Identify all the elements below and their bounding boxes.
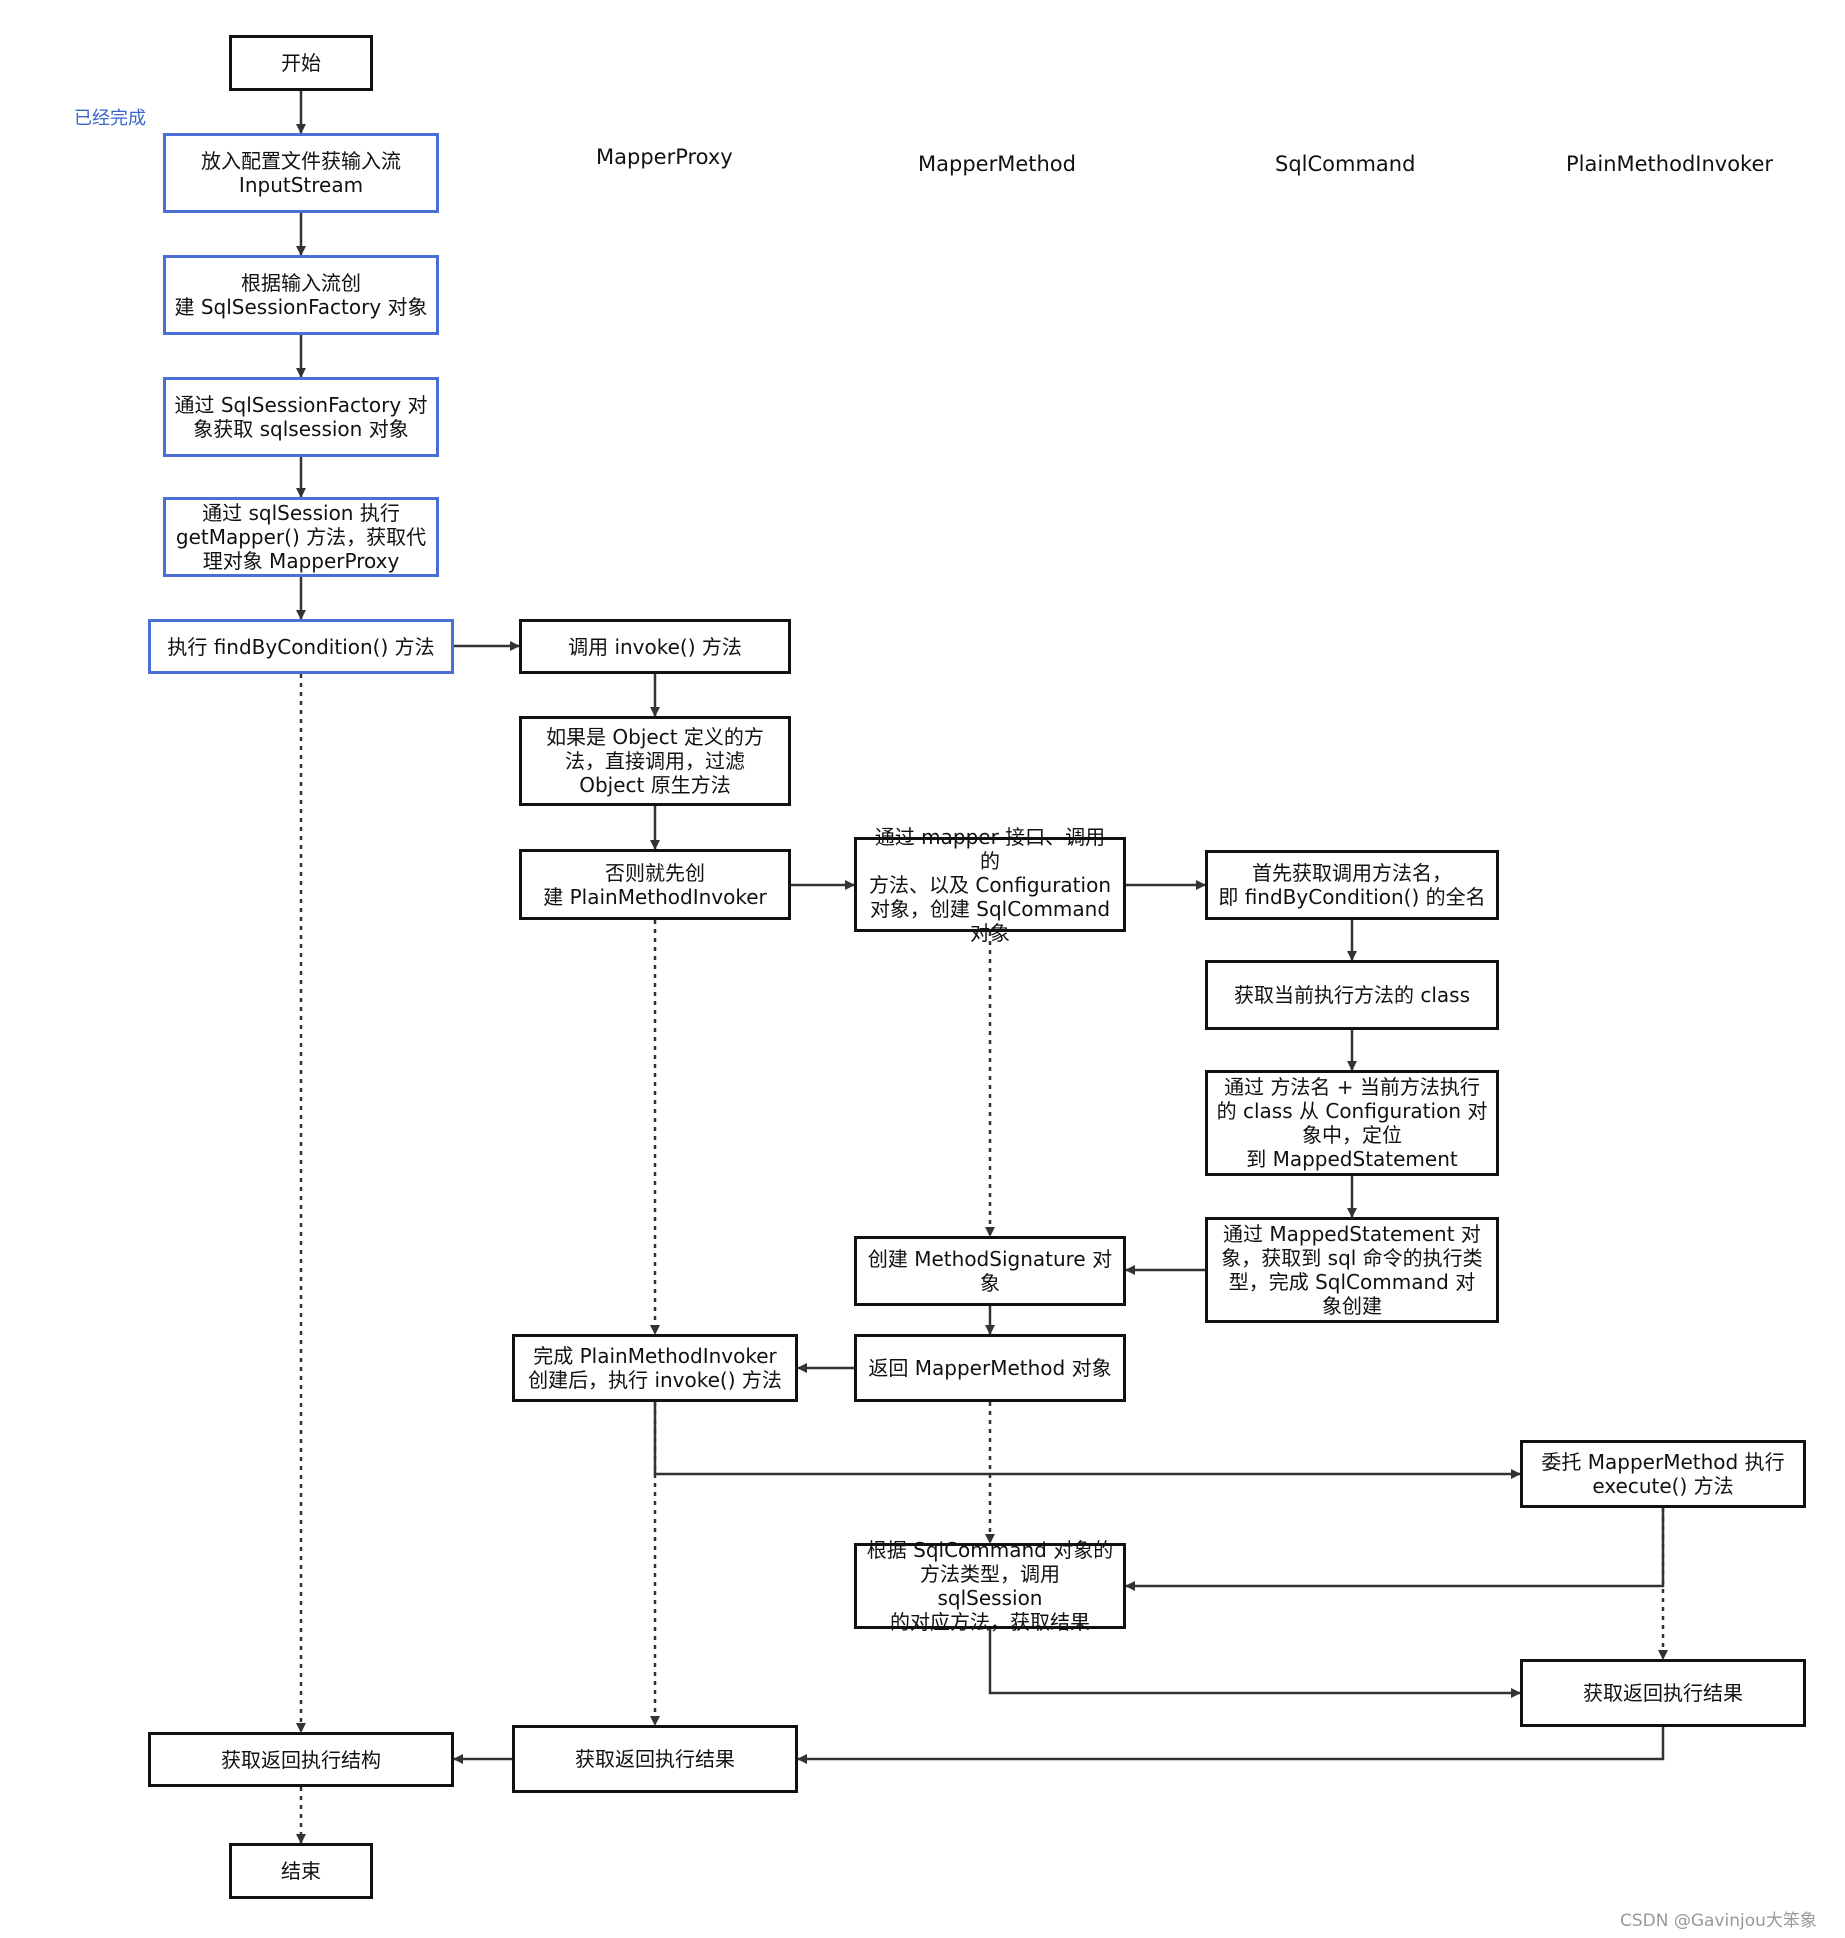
pmi-result-to-proxy-result-arrow	[797, 1727, 1665, 1764]
get-method-name-node: 首先获取调用方法名， 即 findByCondition() 的全名	[1205, 850, 1499, 920]
get-session-node: 通过 SqlSessionFactory 对 象获取 sqlsession 对象	[163, 377, 439, 457]
create-sqlcommand-node: 通过 mapper 接口、调用的 方法、以及 Configuration 对象，…	[854, 825, 1126, 945]
delegate-to-call-arrow	[1125, 1508, 1665, 1591]
create-factory-node: 根据输入流创 建 SqlSessionFactory 对象	[163, 255, 439, 335]
object-method-node: 如果是 Object 定义的方 法，直接调用，过滤 Object 原生方法	[519, 716, 791, 806]
end-node: 结束	[229, 1843, 373, 1899]
get-result-proxy-node: 获取返回执行结果	[512, 1725, 798, 1793]
find-by-condition-node: 执行 findByCondition() 方法	[148, 619, 454, 674]
return-mapper-method-node: 返回 MapperMethod 对象	[854, 1334, 1126, 1402]
call-to-pmi-result-arrow	[988, 1629, 1521, 1698]
completed-note: 已经完成	[74, 108, 146, 129]
get-class-node: 获取当前执行方法的 class	[1205, 960, 1499, 1030]
get-result-main-node: 获取返回执行结构	[148, 1732, 454, 1787]
start-node: 开始	[229, 35, 373, 91]
create-signature-node: 创建 MethodSignature 对 象	[854, 1236, 1126, 1306]
get-mapper-node: 通过 sqlSession 执行 getMapper() 方法，获取代 理对象 …	[163, 497, 439, 577]
delegate-execute-node: 委托 MapperMethod 执行 execute() 方法	[1520, 1440, 1806, 1508]
csdn-watermark: CSDN @Gavinjou大笨象	[1620, 1911, 1817, 1931]
get-sql-type-node: 通过 MappedStatement 对 象，获取到 sql 命令的执行类 型，…	[1205, 1217, 1499, 1323]
locate-statement-node: 通过 方法名 + 当前方法执行 的 class 从 Configuration …	[1205, 1070, 1499, 1176]
create-invoker-node: 否则就先创 建 PlainMethodInvoker	[519, 849, 791, 920]
invoke-to-delegate-arrow	[653, 1402, 1521, 1479]
lane-label-plain-method-invoker: PlainMethodInvoker	[1566, 152, 1774, 176]
lane-label-sql-command: SqlCommand	[1275, 152, 1416, 176]
lane-label-mapper-method: MapperMethod	[918, 152, 1076, 176]
call-sqlsession-node: 根据 SqlCommand 对象的 方法类型，调用 sqlSession 的对应…	[854, 1538, 1126, 1634]
get-result-pmi-node: 获取返回执行结果	[1520, 1659, 1806, 1727]
invoke-node: 调用 invoke() 方法	[519, 619, 791, 674]
invoker-invoke-node: 完成 PlainMethodInvoker 创建后，执行 invoke() 方法	[512, 1334, 798, 1402]
input-stream-node: 放入配置文件获输入流 InputStream	[163, 133, 439, 213]
lane-label-mapper-proxy: MapperProxy	[596, 145, 733, 169]
